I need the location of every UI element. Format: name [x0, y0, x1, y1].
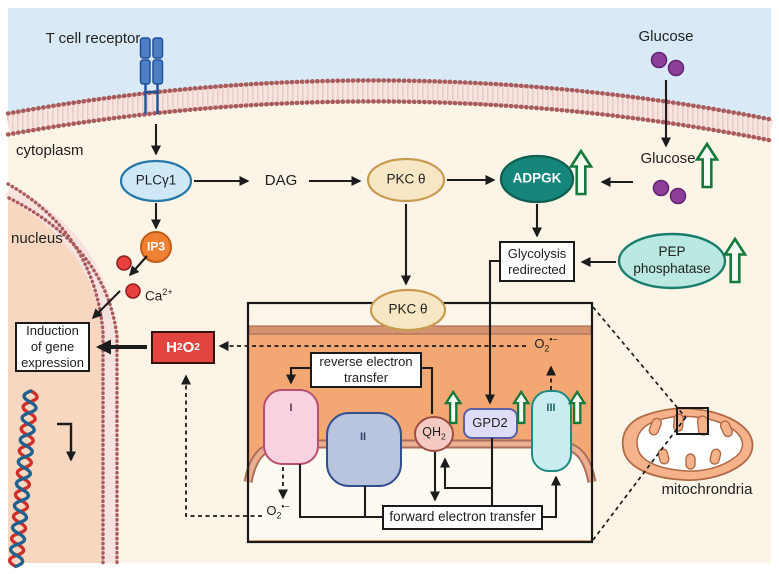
dna-strand-blue: [8, 389, 38, 569]
pkc-label: PKC θ: [386, 171, 426, 187]
plasma-membrane-top-dots: [5, 78, 774, 122]
glucose-cytosol-label: Glucose: [640, 149, 696, 167]
plc-label: PLCγ1: [135, 172, 177, 188]
forward-electron-transfer-box: forward electron transfer: [382, 505, 543, 530]
ros-dashed-arrows: [181, 341, 556, 517]
cytoplasm-label: cytoplasm: [16, 142, 84, 159]
ip3-shape: [140, 231, 172, 263]
pep-phosphatase-shape: [617, 232, 727, 290]
dashed-superoxide-bottom-h2o2: [181, 374, 262, 517]
dag-label: DAG: [264, 171, 298, 189]
ip3-label: IP3: [146, 239, 166, 254]
superoxide-label-top: O2•−: [534, 334, 558, 354]
pkc-mito-shape: [369, 288, 447, 332]
gpd2-label: GPD2: [472, 414, 508, 430]
dna-helix: [7, 389, 39, 569]
cristae: [648, 413, 734, 470]
line-complex1-fet: [298, 464, 382, 519]
arrow-glycolysis-gpd2: [485, 259, 499, 405]
arrow-fet-complex3: [543, 475, 561, 519]
t-cell-receptor-icon: [139, 37, 164, 114]
complex-II: [326, 412, 402, 487]
nucleus-region: [8, 197, 104, 563]
transcription-arrow: [57, 422, 76, 462]
plc-shape: [119, 159, 193, 203]
pkc-mito-label: PKC θ: [388, 301, 428, 317]
nuclear-envelope-inner-dots: [6, 182, 105, 565]
nucleus-label: nucleus: [11, 230, 63, 247]
receptor-domain: [139, 59, 151, 85]
qh2-label: QH2: [422, 425, 446, 442]
adpgk-shape: [499, 154, 575, 204]
superoxide-label-bottom: O2•−: [266, 501, 290, 521]
receptor-domain: [139, 37, 151, 59]
inset-link-bottom: [592, 416, 687, 541]
inset-link-lines: [592, 306, 687, 541]
complex3-label: III: [546, 401, 556, 414]
complex-I: [263, 389, 319, 465]
line-ret-qh2: [420, 366, 434, 414]
receptor-domain: [152, 37, 164, 59]
arrow-ret-complex1: [286, 366, 310, 385]
plasma-membrane-bottom-dots: [5, 99, 774, 143]
arrow-gpd2-qh2: [440, 457, 492, 490]
mitochondrion: [621, 407, 754, 481]
complex1-label: I: [289, 401, 293, 414]
pkc-shape: [366, 157, 446, 203]
inset-link-top: [592, 306, 687, 419]
extracellular-region: [8, 8, 771, 119]
receptor-domain: [152, 59, 164, 85]
qh2-shape: [414, 416, 454, 452]
complex-III: [531, 390, 572, 472]
calcium-label: Ca2+: [145, 287, 173, 304]
plasma-membrane: [6, 80, 774, 141]
inset-source-frame: [676, 407, 709, 435]
calcium-ions: [116, 255, 141, 299]
t-cell-receptor-label: T cell receptor: [45, 29, 141, 47]
complex2-label: II: [359, 430, 367, 443]
pathway-arrows: [91, 80, 671, 519]
arrow-ip3-ca: [128, 255, 148, 277]
adpgk-label: ADPGK: [512, 170, 562, 186]
glucose-extracellular-label: Glucose: [638, 27, 694, 45]
nuclear-envelope-outer-dots: [7, 196, 119, 565]
mitochondria-label: mitochrondria: [661, 480, 753, 498]
arrow-ca-nucleus: [91, 290, 121, 320]
glucose-molecules: [650, 51, 687, 205]
